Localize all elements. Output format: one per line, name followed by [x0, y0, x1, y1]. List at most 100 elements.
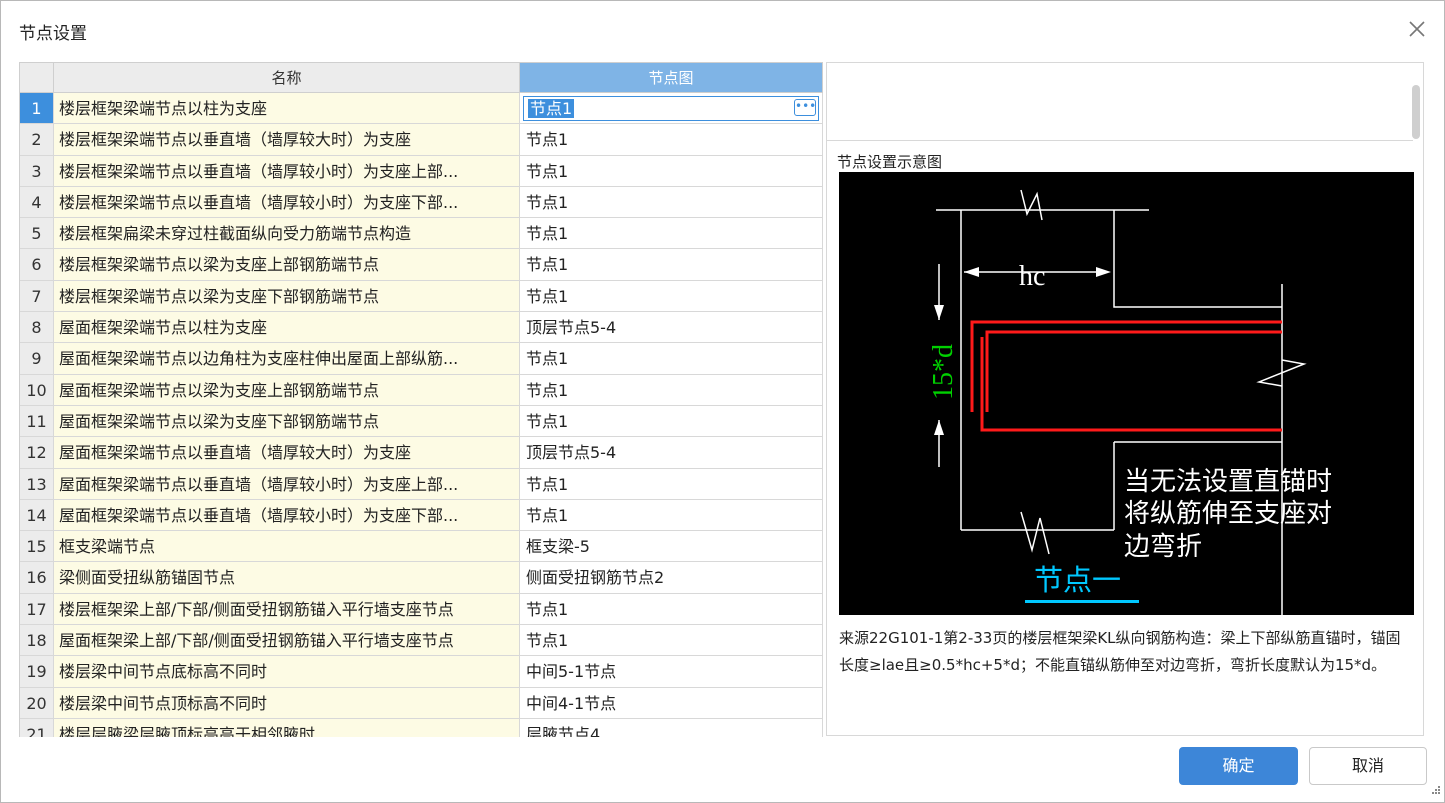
row-node-cell[interactable]: 节点1 — [520, 124, 823, 156]
row-number[interactable]: 7 — [20, 280, 54, 313]
row-name-cell[interactable]: 框支梁端节点 — [54, 531, 520, 563]
row-name-cell[interactable]: 楼层梁中间节点顶标高不同时 — [54, 687, 520, 719]
row-node-cell[interactable]: 节点1 ••• — [520, 93, 823, 125]
row-number[interactable]: 21 — [20, 718, 54, 737]
row-node-cell[interactable]: 中间4-1节点 — [520, 687, 823, 719]
row-number[interactable]: 8 — [20, 312, 54, 344]
row-node-cell[interactable]: 中间5-1节点 — [520, 656, 823, 688]
row-number[interactable]: 2 — [20, 124, 54, 156]
row-number[interactable]: 5 — [20, 218, 54, 250]
row-node-cell[interactable]: 节点1 — [520, 155, 823, 187]
node-edit-text[interactable]: 节点1 — [528, 99, 575, 118]
table-corner-header[interactable] — [20, 63, 54, 93]
row-node-cell[interactable]: 节点1 — [520, 186, 823, 219]
preview-panel: 节点设置示意图 — [826, 62, 1424, 736]
row-name-cell[interactable]: 屋面框架梁端节点以边角柱为支座柱伸出屋面上部纵筋... — [54, 343, 520, 375]
row-node-cell[interactable]: 节点1 — [520, 249, 823, 281]
row-node-cell[interactable]: 节点1 — [520, 405, 823, 438]
row-node-cell[interactable]: 节点1 — [520, 593, 823, 626]
column-header-node[interactable]: 节点图 — [520, 63, 823, 93]
row-name-cell[interactable]: 梁侧面受扭纵筋锚固节点 — [54, 562, 520, 594]
row-node-cell[interactable]: 节点1 — [520, 499, 823, 532]
row-number[interactable]: 13 — [20, 468, 54, 500]
row-name-cell[interactable]: 屋面框架梁端节点以柱为支座 — [54, 312, 520, 344]
row-number[interactable]: 11 — [20, 405, 54, 438]
close-icon[interactable] — [1405, 17, 1429, 41]
row-name-cell[interactable]: 楼层框架梁端节点以梁为支座下部钢筋端节点 — [54, 280, 520, 313]
row-name-cell[interactable]: 屋面框架梁端节点以垂直墙（墙厚较小时）为支座上部... — [54, 468, 520, 500]
dialog-title: 节点设置 — [19, 24, 87, 44]
row-node-cell[interactable]: 层腋节点4 — [520, 718, 823, 737]
row-name-cell[interactable]: 楼层框架梁端节点以梁为支座上部钢筋端节点 — [54, 249, 520, 281]
row-name-cell[interactable]: 屋面框架梁端节点以梁为支座下部钢筋端节点 — [54, 405, 520, 438]
row-number[interactable]: 16 — [20, 562, 54, 594]
row-number[interactable]: 9 — [20, 343, 54, 375]
row-number[interactable]: 6 — [20, 249, 54, 281]
row-number[interactable]: 3 — [20, 155, 54, 187]
row-node-cell[interactable]: 顶层节点5-4 — [520, 312, 823, 344]
row-number[interactable]: 4 — [20, 186, 54, 219]
diagram-note-line3: 边弯折 — [1124, 532, 1202, 562]
preview-scrollbar[interactable] — [1412, 85, 1420, 139]
row-node-cell[interactable]: 顶层节点5-4 — [520, 437, 823, 469]
row-name-cell[interactable]: 楼层框架梁端节点以垂直墙（墙厚较大时）为支座 — [54, 124, 520, 156]
row-name-cell[interactable]: 屋面框架梁端节点以垂直墙（墙厚较大时）为支座 — [54, 437, 520, 469]
row-number[interactable]: 19 — [20, 656, 54, 688]
row-node-cell[interactable]: 节点1 — [520, 343, 823, 375]
row-node-cell[interactable]: 节点1 — [520, 280, 823, 313]
diagram-label-hc: hc — [1019, 261, 1045, 292]
ok-button[interactable]: 确定 — [1179, 747, 1298, 785]
row-number[interactable]: 10 — [20, 374, 54, 406]
row-name-cell[interactable]: 屋面框架梁上部/下部/侧面受扭钢筋锚入平行墙支座节点 — [54, 625, 520, 657]
row-node-cell[interactable]: 节点1 — [520, 468, 823, 500]
row-node-cell[interactable]: 节点1 — [520, 625, 823, 657]
row-name-cell[interactable]: 屋面框架梁端节点以垂直墙（墙厚较小时）为支座下部... — [54, 499, 520, 532]
row-number[interactable]: 17 — [20, 593, 54, 626]
row-number[interactable]: 1 — [20, 93, 54, 125]
more-options-icon[interactable]: ••• — [794, 99, 816, 116]
row-node-cell[interactable]: 节点1 — [520, 374, 823, 406]
cancel-button[interactable]: 取消 — [1309, 747, 1427, 785]
row-node-cell[interactable]: 节点1 — [520, 218, 823, 250]
row-name-cell[interactable]: 楼层框架梁端节点以垂直墙（墙厚较小时）为支座上部... — [54, 155, 520, 187]
row-number[interactable]: 20 — [20, 687, 54, 719]
row-node-cell[interactable]: 框支梁-5 — [520, 531, 823, 563]
node-edit-field[interactable]: 节点1 ••• — [523, 96, 819, 121]
row-name-cell[interactable]: 楼层框架扁梁未穿过柱截面纵向受力筋端节点构造 — [54, 218, 520, 250]
column-header-name[interactable]: 名称 — [54, 63, 520, 93]
row-number[interactable]: 14 — [20, 499, 54, 532]
row-name-cell[interactable]: 楼层梁中间节点底标高不同时 — [54, 656, 520, 688]
row-number[interactable]: 15 — [20, 531, 54, 563]
row-name-cell[interactable]: 楼层框架梁端节点以垂直墙（墙厚较小时）为支座下部... — [54, 186, 520, 219]
row-number[interactable]: 18 — [20, 625, 54, 657]
row-node-cell[interactable]: 侧面受扭钢筋节点2 — [520, 562, 823, 594]
row-number[interactable]: 12 — [20, 437, 54, 469]
row-name-cell[interactable]: 楼层层腋梁层腋顶标高高于相邻腋时 — [54, 718, 520, 737]
row-name-cell[interactable]: 楼层框架梁端节点以柱为支座 — [54, 93, 520, 125]
node-diagram: hc 15*d 当无法设置直锚时 将纵筋伸至支座对 边弯折 节点一 — [928, 189, 1332, 617]
resize-grip-icon[interactable] — [1429, 785, 1441, 797]
row-name-cell[interactable]: 屋面框架梁端节点以梁为支座上部钢筋端节点 — [54, 374, 520, 406]
row-name-cell[interactable]: 楼层框架梁上部/下部/侧面受扭钢筋锚入平行墙支座节点 — [54, 593, 520, 626]
